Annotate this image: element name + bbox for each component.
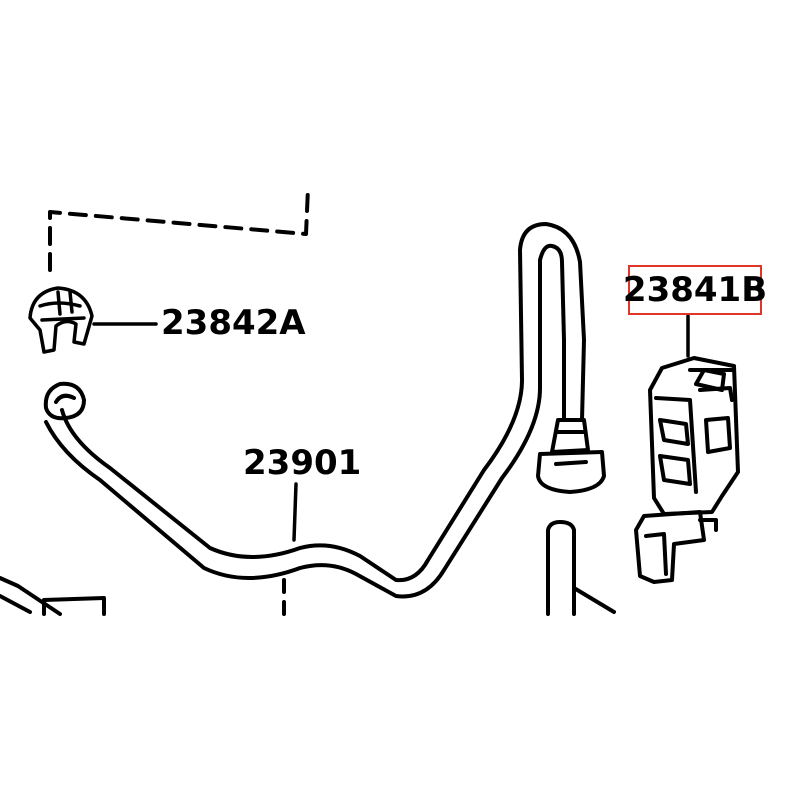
hose-clip-part xyxy=(28,286,94,354)
part-number-23901: 23901 xyxy=(243,443,362,483)
hose-fitting xyxy=(536,418,606,494)
vacuum-valve-part xyxy=(634,356,740,584)
frame-partial-right xyxy=(546,520,616,616)
part-number-23841b-highlighted: 23841B xyxy=(623,265,767,315)
fuel-hose-part xyxy=(43,222,586,599)
dashed-reference-upper xyxy=(48,186,310,272)
frame-partial-left xyxy=(0,576,106,616)
part-number-23842a: 23842A xyxy=(161,303,306,343)
leader-23901 xyxy=(292,482,298,542)
